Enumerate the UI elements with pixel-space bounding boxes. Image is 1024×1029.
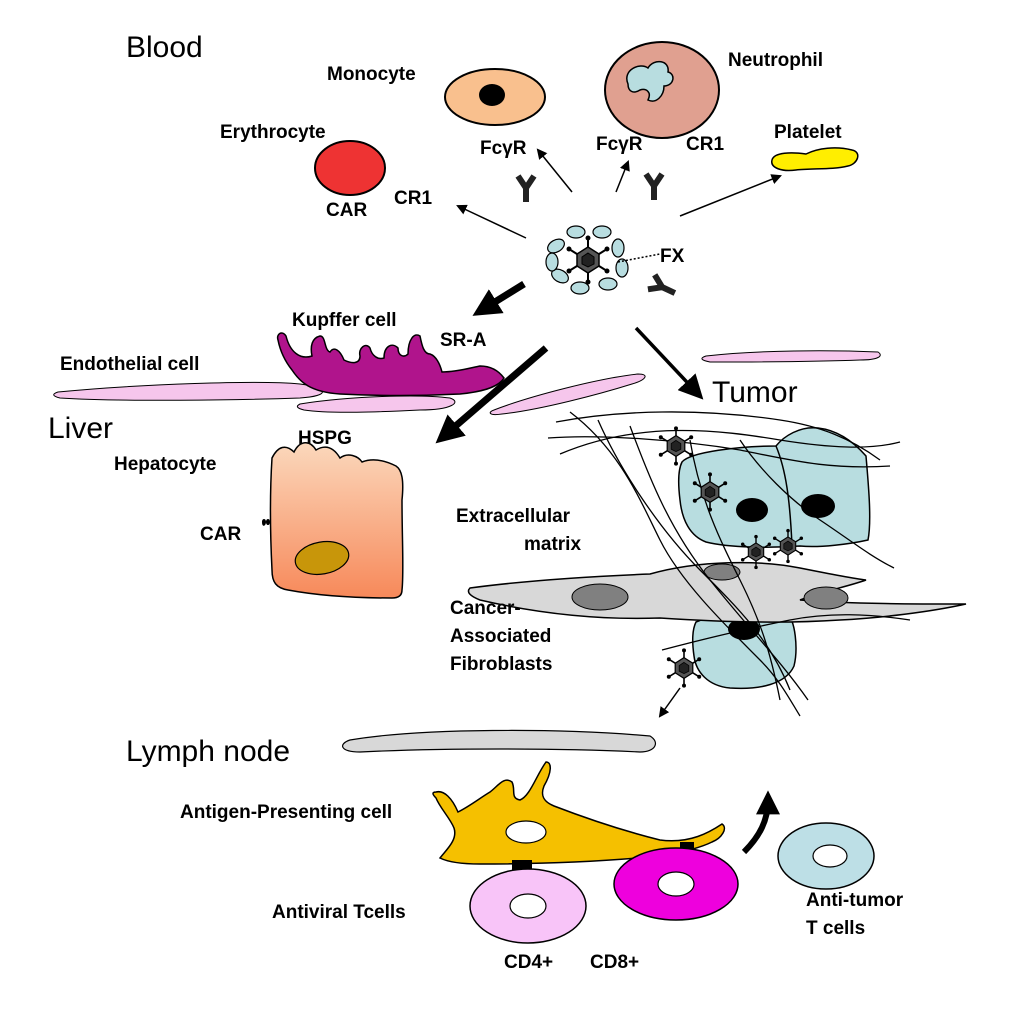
erythrocyte-label: Erythrocyte	[220, 122, 326, 143]
cd8-t-cell	[613, 847, 739, 921]
hspg-label: HSPG	[298, 428, 352, 449]
antigen-presenting-cell	[432, 761, 726, 865]
neutrophil-cell	[604, 41, 720, 139]
cr1-neutrophil-label: CR1	[686, 134, 724, 155]
antitumor-label-line1: Anti-tumor	[806, 890, 904, 911]
erythrocyte-cell	[314, 140, 386, 196]
synapse-contacts	[512, 842, 694, 870]
antiviral-tcells-label: Antiviral Tcells	[272, 902, 406, 923]
section-title-blood: Blood	[126, 31, 203, 64]
antitumor-label-line2: T cells	[806, 918, 865, 939]
hepatocyte-cell	[262, 442, 404, 599]
cr1-erythrocyte-label: CR1	[394, 188, 432, 209]
cd4-t-cell	[469, 868, 587, 944]
caf-label-line2: Associated	[450, 626, 551, 647]
apc-label: Antigen-Presenting cell	[180, 802, 392, 823]
lymph-node-vessel	[342, 729, 657, 753]
virus-to-lymph-arrow	[658, 687, 681, 718]
neutrophil-label: Neutrophil	[728, 50, 823, 71]
caf-label-line3: Fibroblasts	[450, 654, 552, 675]
monocyte-cell	[444, 68, 546, 126]
car-erythrocyte-label: CAR	[326, 200, 367, 221]
antibody-icon	[518, 176, 534, 202]
tumor-arrow	[634, 326, 704, 400]
section-title-tumor: Tumor	[712, 376, 798, 409]
binding-arrows	[456, 148, 782, 239]
hepatocyte-label: Hepatocyte	[114, 454, 216, 475]
ecm-label-line1: Extracellular	[456, 506, 571, 527]
endothelial-label: Endothelial cell	[60, 354, 199, 375]
fcgr-neutrophil-label: FcγR	[596, 134, 643, 155]
ecm-label-line2: matrix	[524, 534, 581, 555]
fx-label: FX	[660, 246, 685, 267]
adenovirus-fx-complex	[545, 225, 661, 295]
activation-arrow	[741, 790, 780, 855]
cd8-label: CD8+	[590, 952, 639, 973]
sr-a-label: SR-A	[440, 330, 487, 351]
platelet-label: Platelet	[774, 122, 842, 143]
monocyte-label: Monocyte	[327, 64, 416, 85]
car-hepatocyte-label: CAR	[200, 524, 241, 545]
antibody-icon	[648, 275, 678, 300]
section-title-liver: Liver	[48, 412, 113, 445]
antibody-icon	[646, 174, 662, 200]
cd4-label: CD4+	[504, 952, 553, 973]
anti-tumor-t-cell	[777, 822, 875, 890]
fcgr-monocyte-label: FcγR	[480, 138, 527, 159]
section-title-lymph-node: Lymph node	[126, 735, 290, 768]
cancer-associated-fibroblasts	[467, 561, 967, 623]
kupffer-label: Kupffer cell	[292, 310, 397, 331]
kupffer-cell	[276, 332, 505, 397]
caf-label-line1: Cancer-	[450, 598, 521, 619]
liver-arrows	[435, 281, 549, 444]
endothelial-cells	[53, 350, 881, 415]
platelet-cell	[771, 147, 859, 172]
